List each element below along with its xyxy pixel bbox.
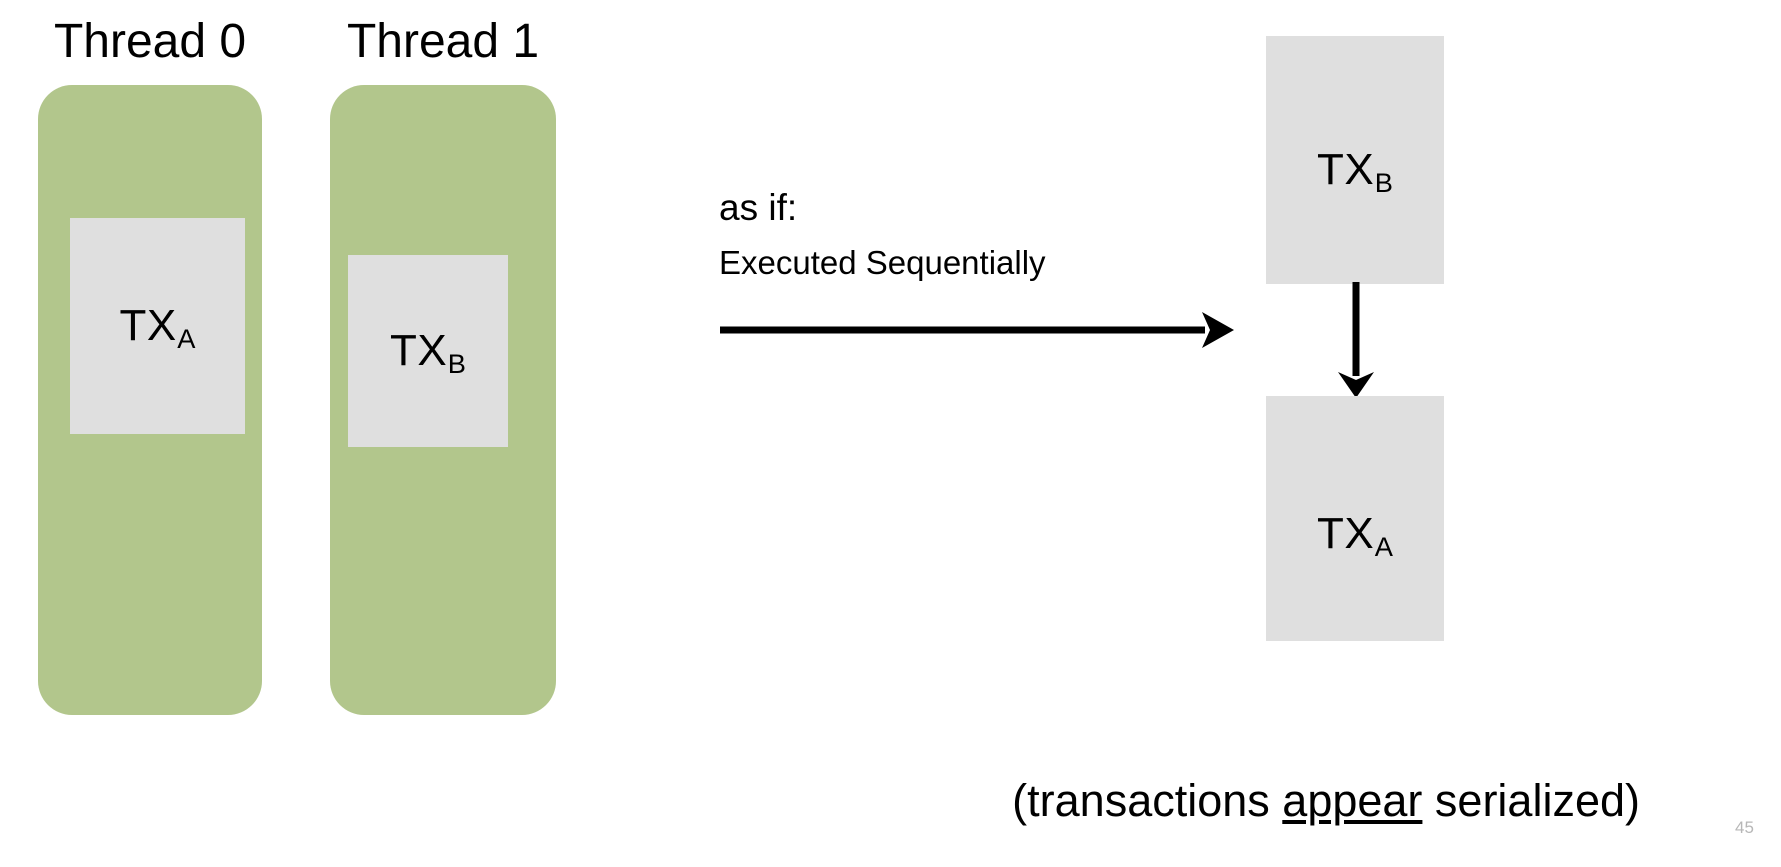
transaction-name: TX xyxy=(390,326,448,375)
as-if-label: as if: xyxy=(719,187,798,228)
down-arrow-icon xyxy=(1320,280,1392,400)
transaction-subscript: A xyxy=(1374,530,1394,562)
caption-text: (transactions appear serialized) xyxy=(740,778,1640,823)
transaction-name: TX xyxy=(1317,145,1375,194)
caption-suffix: serialized) xyxy=(1422,775,1640,826)
transaction-box-tx-b-thread1: TXB xyxy=(348,255,508,447)
serialized-box-tx-a: TXA xyxy=(1266,396,1444,641)
caption-emphasis: appear xyxy=(1282,775,1423,826)
serialized-label-tx-a: TXA xyxy=(1317,508,1393,560)
transaction-subscript: A xyxy=(177,323,196,355)
transaction-name: TX xyxy=(119,301,177,350)
transaction-subscript: B xyxy=(1374,167,1394,199)
transaction-label-tx-a: TXA xyxy=(119,301,196,353)
transaction-subscript: B xyxy=(447,348,467,380)
transaction-box-tx-a-thread0: TXA xyxy=(70,218,245,434)
right-arrow-icon xyxy=(718,300,1238,360)
transaction-label-tx-b: TXB xyxy=(390,326,466,378)
executed-sequentially-label: Executed Sequentially xyxy=(719,243,1046,281)
serialized-box-tx-b: TXB xyxy=(1266,36,1444,284)
transition-text-block: as if: Executed Sequentially xyxy=(719,186,1239,283)
serialized-label-tx-b: TXB xyxy=(1317,145,1393,197)
thread-1-label: Thread 1 xyxy=(346,15,540,68)
page-number: 45 xyxy=(1735,818,1754,837)
transaction-name: TX xyxy=(1317,508,1375,558)
caption-prefix: (transactions xyxy=(1012,775,1283,826)
thread-0-label: Thread 0 xyxy=(53,15,247,68)
